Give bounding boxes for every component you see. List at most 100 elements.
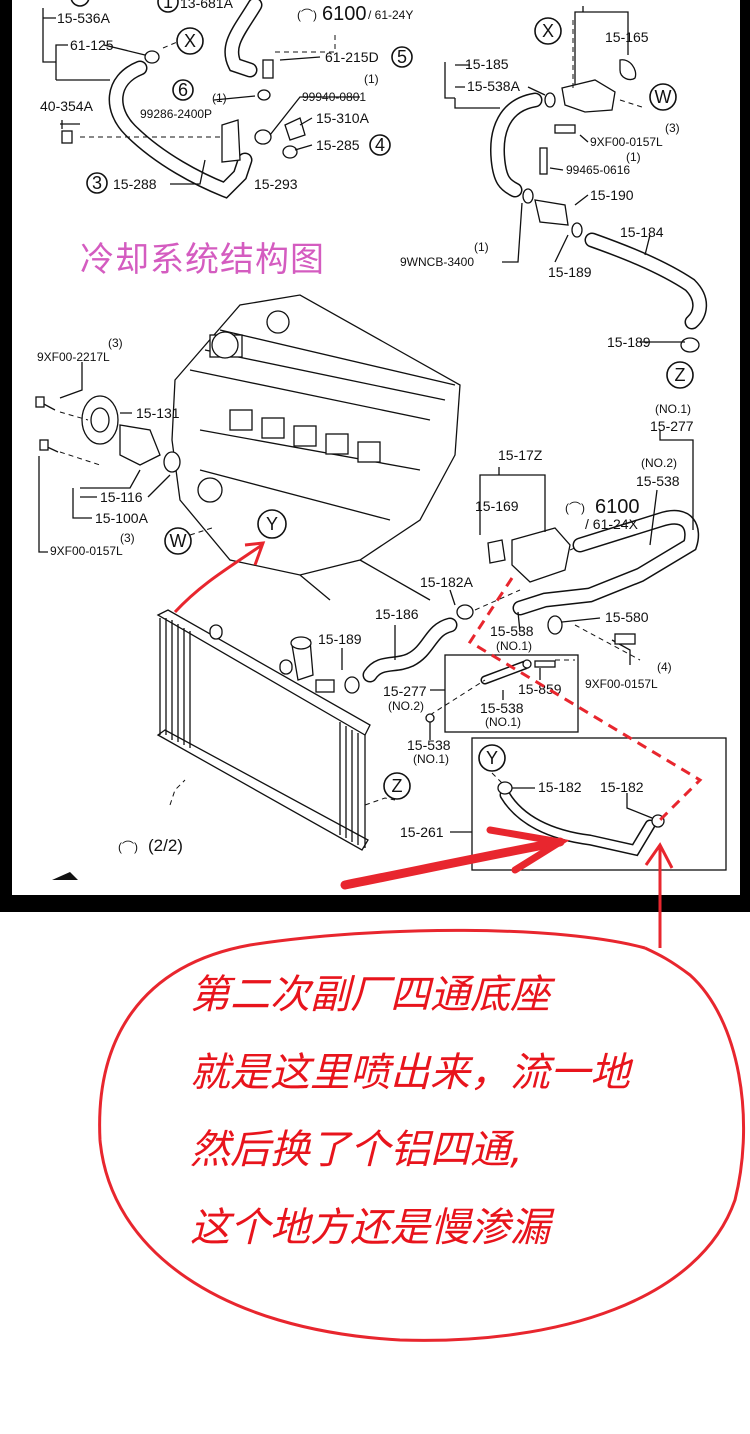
diagram-shape	[450, 787, 653, 833]
label-15-293: 15-293	[254, 176, 298, 192]
diagram-shape	[344, 676, 360, 694]
callout-circle-z-radiator: Z	[383, 772, 411, 800]
annotation-line-2: 就是这里喷出来，流一地	[190, 1050, 630, 1096]
reference-icon: (⌒)	[297, 8, 317, 22]
diagram-shape	[491, 94, 541, 196]
diagram-shape	[574, 6, 629, 85]
diagram-shape	[449, 589, 456, 606]
diagram-text: (NO.2)	[641, 456, 677, 470]
diagram-shape	[574, 624, 641, 661]
top-left-hose-group	[42, 0, 360, 199]
label-6100-mid: 6100	[595, 496, 640, 518]
diagram-shape	[282, 145, 298, 159]
diagram-shape	[60, 120, 80, 129]
diagram-text: W	[170, 531, 187, 551]
callout-circle-w-left: W	[164, 527, 192, 555]
diagram-shape	[169, 779, 186, 806]
label-15-165: 15-165	[605, 29, 649, 45]
label-15-190: 15-190	[590, 187, 634, 203]
diagram-text: (4)	[657, 660, 672, 674]
diagram-text: (1)	[474, 240, 489, 254]
diagram-shape	[561, 79, 616, 113]
callout-circle-5: 5	[391, 46, 413, 68]
diagram-text: Z	[392, 776, 403, 796]
label-15-310A: 15-310A	[316, 110, 370, 126]
diagram-shape	[172, 79, 194, 101]
label-15-186: 15-186	[375, 606, 419, 622]
reference-icon: (⌒)	[118, 840, 138, 854]
red-annotations	[98, 541, 745, 1342]
coolant-outlet-group	[449, 430, 700, 665]
callout-circle-y-inset: Y	[478, 744, 506, 772]
diagram-shape	[284, 117, 306, 141]
label-15-189: 15-189	[318, 631, 362, 647]
label-15-538: 15-538	[480, 700, 524, 716]
diagram-shape	[619, 99, 646, 109]
red-arrow-up	[644, 842, 674, 948]
callout-circle-2	[70, 0, 90, 7]
diagram-text: (3)	[665, 121, 680, 135]
water-pump-group	[35, 362, 216, 553]
diagram-shape	[156, 729, 369, 851]
diagram-shape	[544, 92, 556, 108]
diagram-shape	[257, 509, 287, 539]
diagram-title: 冷却系统结构图	[80, 240, 325, 280]
diagram-shape	[517, 611, 521, 633]
engine-ports	[229, 409, 381, 463]
label-15-538: 15-538	[636, 473, 680, 489]
label-15-131: 15-131	[136, 405, 180, 421]
diagram-shape	[162, 39, 183, 49]
top-right-hose-group	[444, 6, 708, 353]
label-99940-0801: 99940-0801	[302, 90, 366, 104]
label-15-536A: 15-536A	[57, 10, 111, 26]
diagram-shape	[257, 89, 271, 101]
label-15-189: 15-189	[607, 334, 651, 350]
diagram-shape	[479, 467, 546, 535]
diagram-shape	[357, 441, 381, 463]
diagram-shape	[666, 361, 694, 389]
label-15-17Z: 15-17Z	[498, 447, 543, 463]
diagram-shape	[534, 660, 556, 668]
label-6100-top: 6100	[322, 3, 367, 25]
diagram-shape	[170, 56, 360, 185]
label-15-182: 15-182	[538, 779, 582, 795]
diagram-shape	[225, 0, 261, 76]
label-15-182: 15-182	[600, 779, 644, 795]
label-9WNCB-3400: 9WNCB-3400	[400, 255, 474, 269]
diagram-shape	[119, 424, 161, 466]
diagram-shape	[163, 451, 181, 473]
diagram-text: (NO.1)	[485, 715, 521, 729]
diagram-shape	[266, 310, 290, 334]
diagram-text: (NO.1)	[496, 639, 532, 653]
diagram-text: (3)	[108, 336, 123, 350]
diagram-shape	[497, 781, 513, 795]
diagram-text: X	[542, 21, 554, 41]
label-2-2: (2/2)	[148, 836, 183, 855]
diagram-text: Z	[675, 365, 686, 385]
diagram-shape	[209, 624, 223, 640]
diagram-shape	[157, 0, 179, 13]
label-15-288: 15-288	[113, 176, 157, 192]
red-hand-drawn-ellipse	[98, 928, 745, 1342]
diagram-text: (NO.1)	[655, 402, 691, 416]
diagram-shape	[290, 636, 312, 650]
diagram-shape	[341, 625, 396, 670]
diagram-shape	[514, 511, 698, 614]
label-15-189: 15-189	[548, 264, 592, 280]
diagram-shape	[649, 83, 677, 111]
diagram-text: (1)	[212, 91, 227, 105]
diagram-text: 4	[375, 135, 385, 155]
diagram-text: W	[655, 87, 672, 107]
diagram-shape	[144, 50, 160, 64]
label-15-538A: 15-538A	[467, 78, 521, 94]
diagram-shape	[325, 433, 349, 455]
diagram-text: X	[184, 31, 196, 51]
label-9XF00-2217L: 9XF00-2217L	[37, 350, 110, 364]
diagram-shape	[110, 62, 251, 198]
diagram-shape	[444, 62, 685, 343]
diagram-shape	[522, 188, 534, 204]
callout-circle-4: 4	[369, 134, 391, 156]
diagram-shape	[176, 27, 204, 55]
label-9XF00-0157L: 9XF00-0157L	[590, 135, 663, 149]
red-arrow-to-y	[173, 543, 263, 614]
